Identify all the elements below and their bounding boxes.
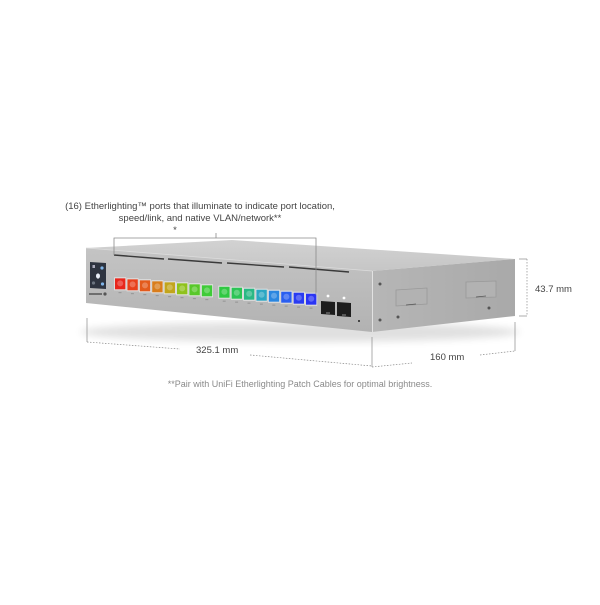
side-details [378,280,497,322]
depth-dimension: 160 mm [430,352,465,363]
sfp-ports [321,294,360,322]
sfp-port-2[interactable] [337,302,351,317]
rj45-port-12[interactable] [256,289,267,301]
shadow [80,322,520,342]
callout-line-2: speed/link, and native VLAN/network** [118,213,282,224]
rj45-port-6[interactable] [177,283,188,295]
rj45-port-1[interactable] [115,278,126,290]
rj45-port-15[interactable] [293,292,304,304]
width-dimension: 325.1 mm [196,345,239,356]
rj45-port-3[interactable] [139,280,151,292]
vent-slots [113,254,350,273]
height-dimension: 43.7 mm [535,284,572,295]
rj45-port-4[interactable] [152,281,163,293]
chassis-side [372,259,515,332]
rj45-port-13[interactable] [268,290,280,302]
chassis-top [86,240,515,271]
callout-line-1: (16) Etherlighting™ ports that illuminat… [65,201,335,212]
status-display [89,262,107,296]
rj45-port-5[interactable] [164,282,175,294]
dimension-lines [86,258,528,368]
footnote: **Pair with UniFi Etherlighting Patch Ca… [167,379,433,389]
rj45-port-11[interactable] [244,288,255,300]
etherlighting-callout: (16) Etherlighting™ ports that illuminat… [60,201,340,237]
rj45-port-9[interactable] [219,286,230,298]
rj45-port-7[interactable] [189,284,200,296]
rj45-port-16[interactable] [306,293,317,305]
etherlighting-ports [114,277,318,309]
rj45-port-14[interactable] [281,291,292,303]
callout-bracket [113,233,317,295]
sfp-port-1[interactable] [321,301,335,315]
callout-marker: * [173,225,177,236]
rj45-port-8[interactable] [201,285,213,297]
rj45-port-10[interactable] [231,287,242,299]
rj45-port-2[interactable] [127,279,138,291]
